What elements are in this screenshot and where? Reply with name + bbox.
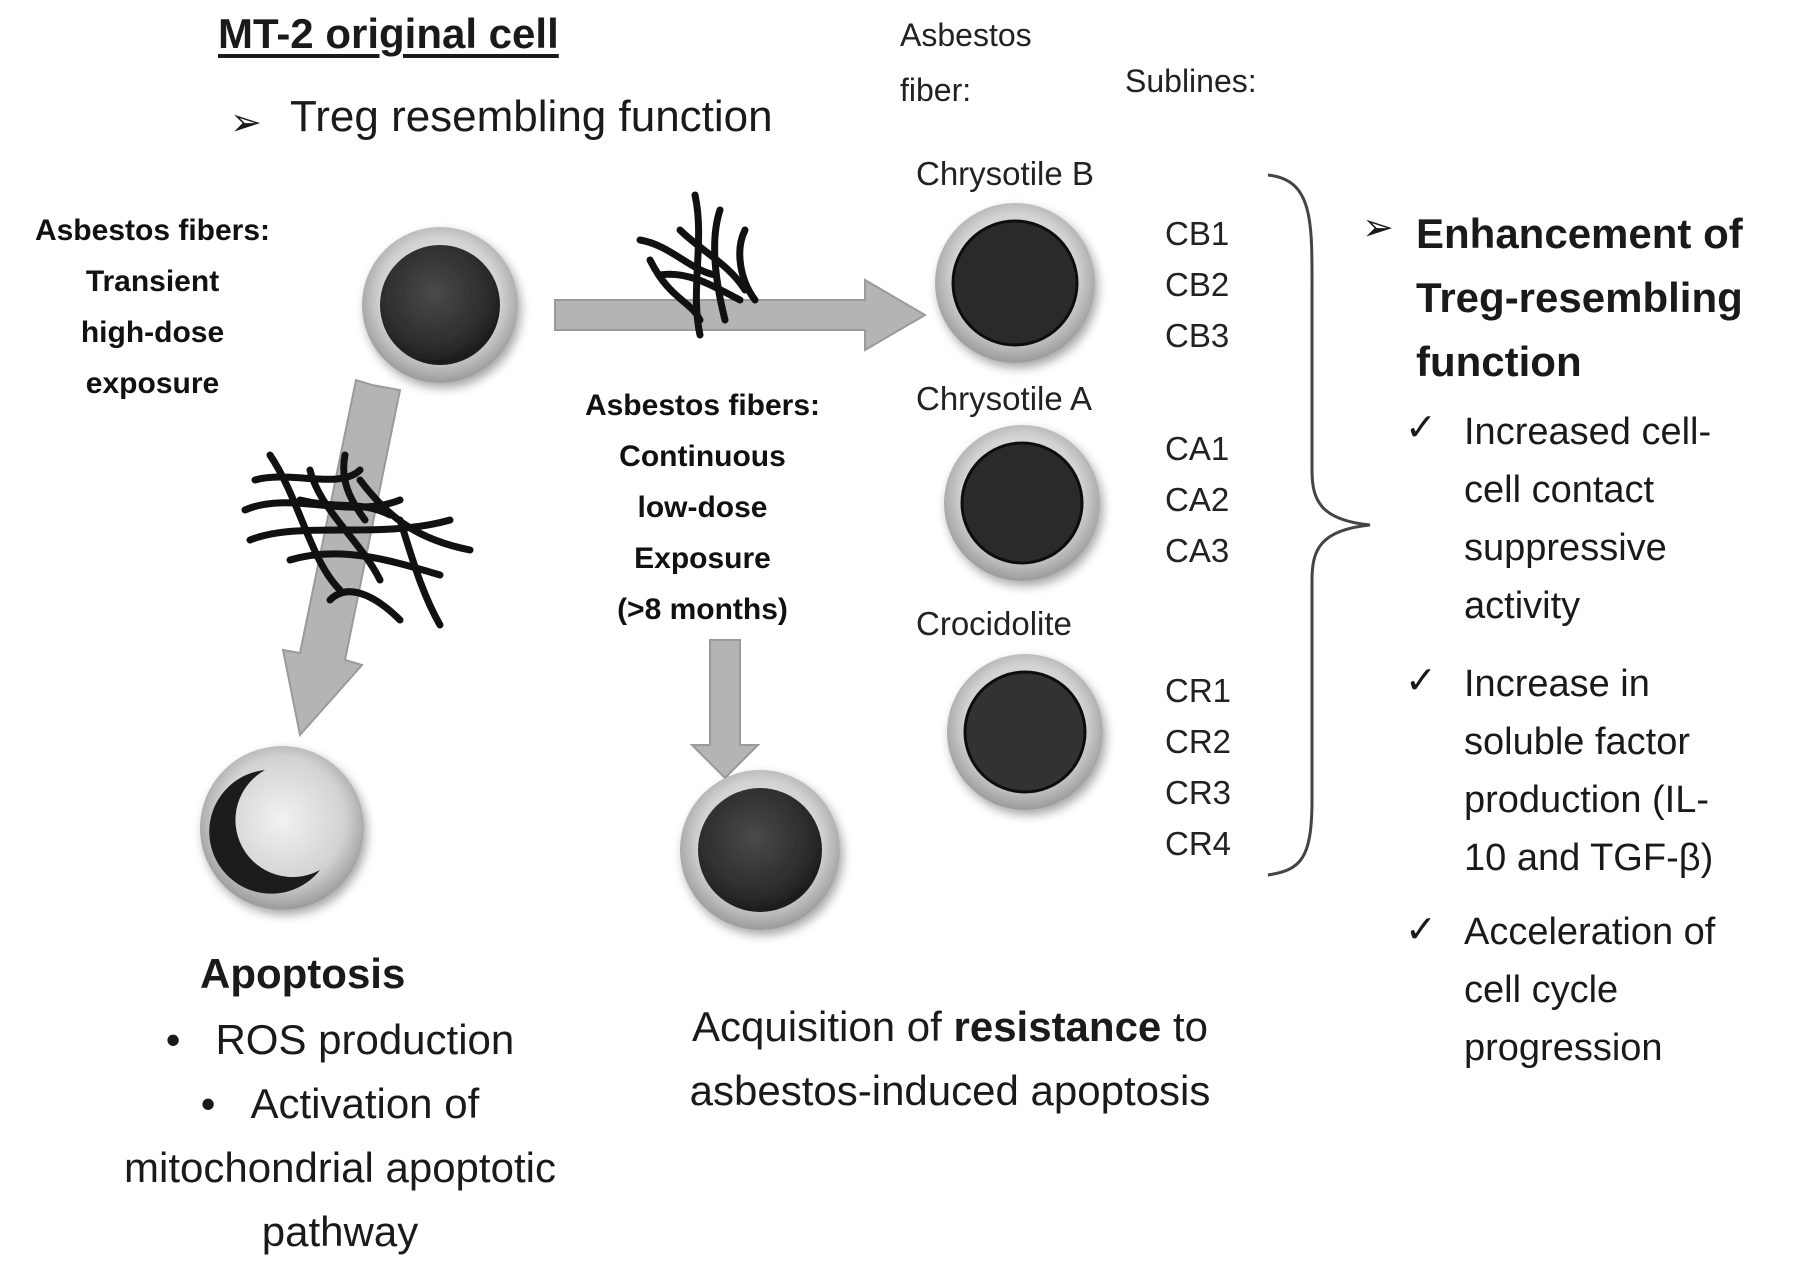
cell-icon-resistant (680, 770, 840, 930)
sublines-chrysotile-a: CA1 CA2 CA3 (1165, 423, 1229, 576)
sublines-crocidolite: CR1 CR2 CR3 CR4 (1165, 665, 1231, 869)
list-item-continued: pathway (261, 1208, 419, 1255)
cell-icon-original (362, 227, 518, 383)
enhancement-title: Enhancement of Treg-resembling function (1416, 210, 1743, 385)
arrowhead-bullet-icon: ➢ (1362, 207, 1394, 249)
page-title: MT-2 original cell (218, 10, 559, 57)
sublines-header: Sublines: (1125, 63, 1257, 99)
check-icon: ✓ (1405, 660, 1437, 702)
subline-code: CR4 (1165, 825, 1232, 862)
check-icon: ✓ (1405, 407, 1437, 449)
subline-code: CA1 (1165, 430, 1230, 467)
check-icon: ✓ (1405, 909, 1437, 951)
arrowhead-bullet-icon: ➢ (230, 102, 262, 144)
apoptosis-list: • ROS production • Activation of mitocho… (60, 1008, 620, 1264)
arrow-down-to-apoptosis (281, 378, 402, 738)
sublines-chrysotile-b: CB1 CB2 CB3 (1165, 208, 1229, 361)
arrow-right-to-sublines (554, 278, 927, 352)
cell-icon-chrysotile-a (944, 425, 1100, 581)
continuous-exposure-label: Asbestos fibers: Continuous low-dose Exp… (584, 389, 821, 626)
list-item: • ROS production (165, 1016, 515, 1063)
enhancement-item-1: Increased cell- cell contact suppressive… (1464, 411, 1712, 627)
subline-code: CB1 (1165, 215, 1230, 252)
apoptosis-title: Apoptosis (200, 950, 406, 997)
apoptotic-cell-icon (200, 746, 364, 910)
subline-code: CR1 (1165, 672, 1232, 709)
bullet-icon: • (165, 1016, 216, 1063)
list-item-continued: mitochondrial apoptotic (124, 1144, 556, 1191)
cell-icon-chrysotile-b (935, 203, 1095, 363)
subline-code: CR3 (1165, 774, 1232, 811)
subline-code: CB2 (1165, 266, 1230, 303)
asbestos-fiber-header: Asbestos fiber: (900, 17, 1032, 108)
enhancement-item-2: Increase in soluble factor production (I… (1464, 663, 1714, 879)
asbestos-fiber-icon-large (241, 451, 474, 629)
arrow-down-to-resistant-cell (689, 639, 761, 780)
enhancement-item-3: Acceleration of cell cycle progression (1464, 911, 1716, 1069)
bullet-icon: • (200, 1080, 251, 1127)
fiber-name-crocidolite: Crocidolite (916, 605, 1072, 642)
resistance-caption: Acquisition of resistance to asbestos-in… (689, 1003, 1211, 1114)
subtitle: Treg resembling function (290, 92, 773, 141)
subline-code: CA2 (1165, 481, 1230, 518)
fiber-name-chrysotile-b: Chrysotile B (916, 155, 1094, 192)
fiber-name-chrysotile-a: Chrysotile A (916, 380, 1093, 417)
subline-code: CR2 (1165, 723, 1232, 760)
subline-code: CB3 (1165, 317, 1230, 354)
asbestos-fiber-icon-small (636, 191, 759, 339)
transient-exposure-label: Asbestos fibers: Transient high-dose exp… (34, 214, 271, 400)
cell-icon-crocidolite (947, 654, 1103, 810)
subline-code: CA3 (1165, 532, 1230, 569)
curly-brace (1267, 173, 1371, 877)
list-item: • Activation of (200, 1080, 480, 1127)
